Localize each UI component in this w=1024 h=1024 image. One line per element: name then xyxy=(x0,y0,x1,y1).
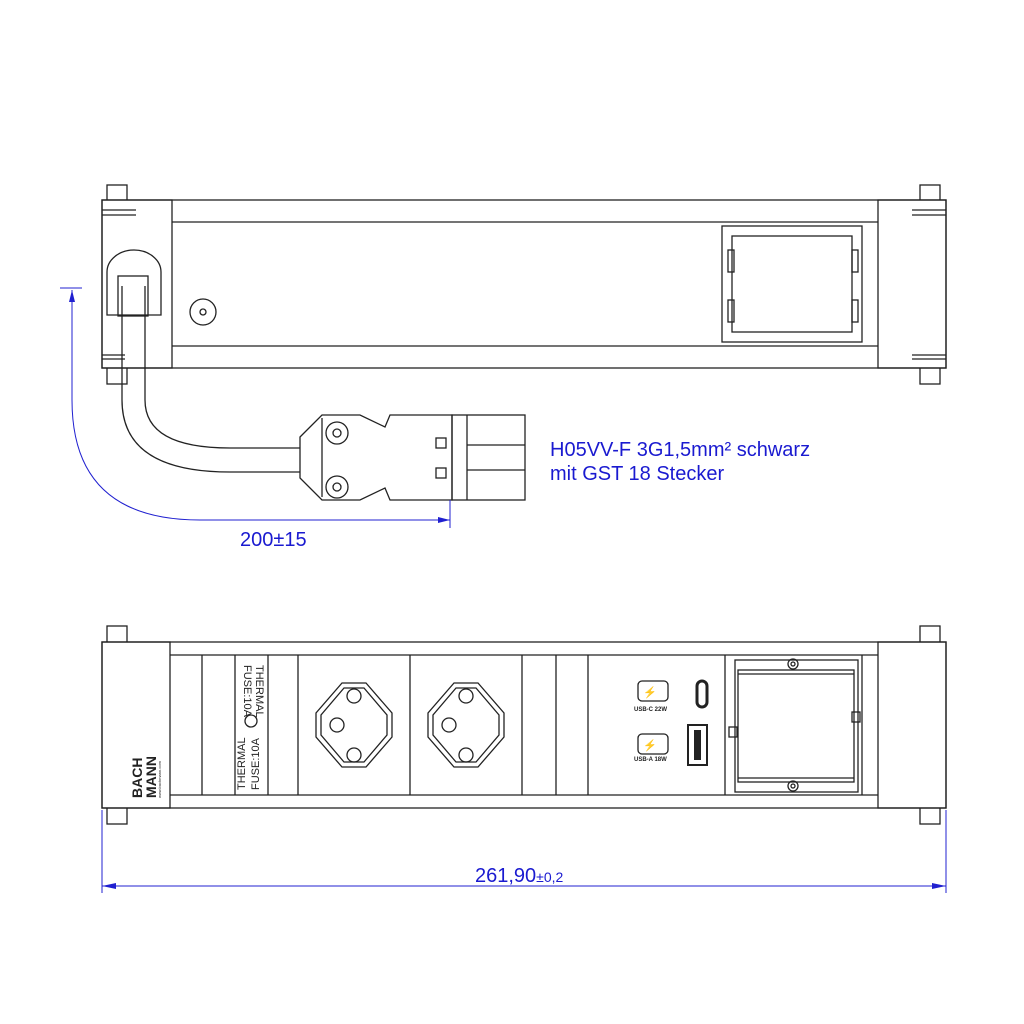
usb-c-port[interactable] xyxy=(695,679,709,709)
svg-text:www.bachmann.com: www.bachmann.com xyxy=(157,760,162,798)
fuse-label: FUSE:10A xyxy=(241,665,253,718)
fuse-label: THERMAL xyxy=(253,665,265,718)
front-body xyxy=(101,641,947,809)
right-end-cap xyxy=(877,641,947,809)
total-length-tolerance: ±0,2 xyxy=(536,869,563,885)
empty-module-frame xyxy=(728,658,861,793)
fuse-label: THERMAL xyxy=(236,737,248,790)
cable-gland xyxy=(106,249,162,316)
fuse-reset-button[interactable] xyxy=(244,714,258,728)
cable xyxy=(121,286,300,473)
svg-text:BACH: BACH xyxy=(129,758,145,798)
battery-charge-icon xyxy=(637,680,669,702)
svg-text:⚡: ⚡ xyxy=(643,739,657,752)
svg-text:⚡: ⚡ xyxy=(643,686,657,699)
battery-charge-icon xyxy=(637,733,669,755)
screw-icon xyxy=(189,298,217,326)
top-body xyxy=(101,199,947,369)
total-length-label: 261,90 xyxy=(475,865,536,887)
usb-a-label: USB-A 18W xyxy=(634,757,667,763)
gst18-connector xyxy=(299,414,526,501)
socket-type-23[interactable] xyxy=(427,682,505,768)
cable-length-label: 200±15 xyxy=(240,529,307,551)
usb-a-port[interactable] xyxy=(687,724,708,766)
svg-text:261,90±0,2: 261,90±0,2 xyxy=(475,865,564,887)
usb-module: ⚡ USB-C 22W ⚡ USB-A 18W xyxy=(634,679,709,766)
fuse-label: FUSE:10A xyxy=(250,737,262,790)
svg-text:MANN: MANN xyxy=(143,756,159,798)
left-end-cap xyxy=(101,199,173,369)
top-view: 200±15 H05VV-F 3G1,5mm² schwarz mit GST … xyxy=(60,184,947,551)
total-length-dimension: 261,90±0,2 xyxy=(101,810,947,893)
bachmann-logo: BACH MANN www.bachmann.com xyxy=(129,756,162,798)
usb-c-label: USB-C 22W xyxy=(634,707,667,713)
front-view: BACH MANN www.bachmann.com THERMAL FUSE:… xyxy=(101,625,947,893)
cable-spec-line1: H05VV-F 3G1,5mm² schwarz xyxy=(550,439,810,461)
socket-type-23[interactable] xyxy=(315,682,393,768)
module-frame xyxy=(721,225,863,343)
left-end-cap xyxy=(101,641,171,809)
cable-spec-line2: mit GST 18 Stecker xyxy=(550,463,724,485)
right-end-cap xyxy=(877,199,947,369)
cable-length-dimension: 200±15 xyxy=(60,287,451,551)
